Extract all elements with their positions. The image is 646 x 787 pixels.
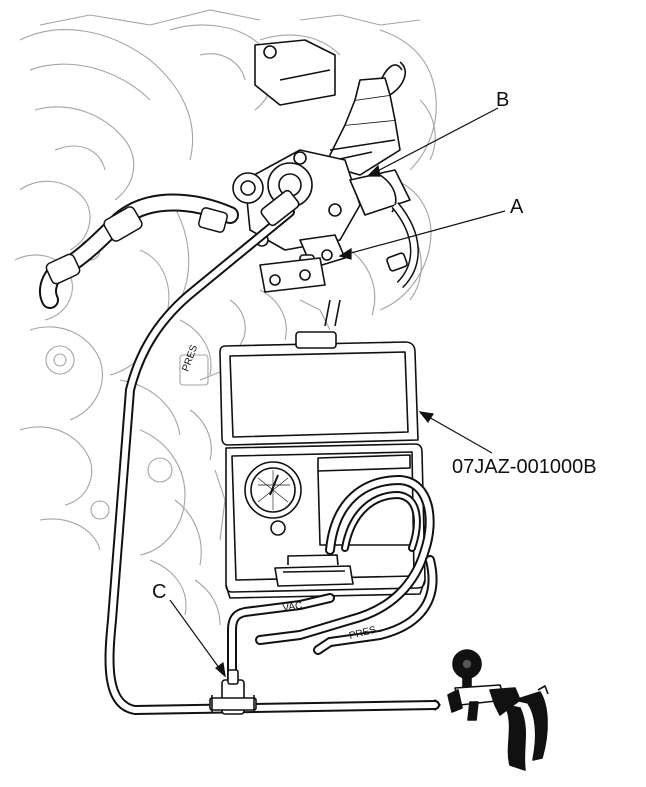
tee-fitting (209, 669, 257, 715)
leader-lines (169, 107, 506, 678)
left-hose (39, 193, 239, 309)
callout-tool-number: 07JAZ-001000B (452, 456, 597, 478)
callout-b: B (496, 89, 509, 111)
vac-hose-label: VAC (282, 600, 303, 614)
hand-vacuum-pump (447, 649, 549, 771)
svg-text:PRES: PRES (180, 343, 200, 373)
engine-background: PRES (14, 9, 437, 626)
test-kit (219, 299, 426, 599)
callout-a: A (510, 196, 524, 218)
kit-hoses (227, 475, 438, 695)
callout-c: C (152, 581, 166, 603)
vacuum-line (104, 189, 441, 715)
valve-assembly (232, 39, 419, 293)
